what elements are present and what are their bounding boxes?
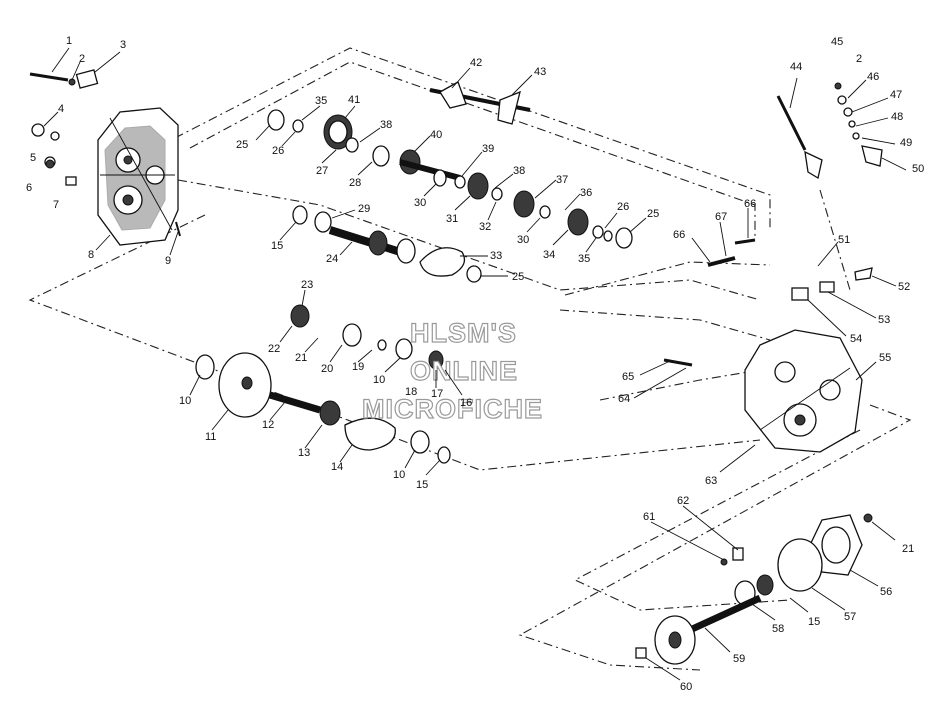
callout-9: 9: [165, 255, 171, 267]
callout-15-left: 15: [271, 240, 283, 252]
watermark-line-2: ONLINE: [410, 356, 518, 386]
callout-45: 45: [831, 36, 843, 48]
callout-10-left: 10: [179, 395, 191, 407]
callout-41: 41: [348, 94, 360, 106]
callout-21-right: 21: [902, 543, 914, 555]
right-case-half: [744, 329, 863, 453]
callout-10-low: 10: [393, 469, 405, 481]
assembly-dashed-lines: [28, 47, 912, 671]
callout-25-top: 25: [236, 139, 248, 151]
callout-67: 67: [715, 211, 727, 223]
callout-48: 48: [891, 111, 903, 123]
lower-gear-train: [195, 304, 451, 464]
callout-32: 32: [479, 221, 491, 233]
callout-44: 44: [790, 61, 802, 73]
callout-1: 1: [66, 35, 72, 47]
callout-26-top: 26: [272, 145, 284, 157]
callout-64: 64: [618, 393, 630, 405]
callout-53: 53: [878, 314, 890, 326]
callout-14: 14: [331, 461, 343, 473]
callout-29: 29: [358, 203, 370, 215]
callout-34: 34: [543, 249, 555, 261]
output-shaft-assembly: [635, 513, 873, 665]
callout-27: 27: [316, 165, 328, 177]
callout-65: 65: [622, 371, 634, 383]
callout-57: 57: [844, 611, 856, 623]
callout-66-left: 66: [673, 229, 685, 241]
right-upper-parts: [663, 82, 883, 367]
callout-62: 62: [677, 495, 689, 507]
callout-35-right: 35: [578, 253, 590, 265]
callout-40: 40: [430, 129, 442, 141]
callout-15-right: 15: [808, 616, 820, 628]
watermark: HLSM'S ONLINE MICROFICHE: [361, 317, 543, 424]
callout-38-right: 38: [513, 165, 525, 177]
callout-3: 3: [120, 39, 126, 51]
callout-8: 8: [88, 249, 94, 261]
callout-2: 2: [79, 53, 85, 65]
callout-17: 17: [431, 388, 443, 400]
callout-35-top: 35: [315, 95, 327, 107]
callout-31: 31: [446, 213, 458, 225]
callout-39: 39: [482, 143, 494, 155]
callout-19: 19: [352, 361, 364, 373]
callout-25-mid: 25: [512, 271, 524, 283]
callout-28: 28: [349, 177, 361, 189]
callout-23: 23: [301, 279, 313, 291]
callout-54: 54: [850, 333, 862, 345]
callout-58: 58: [772, 623, 784, 635]
callout-12: 12: [262, 419, 274, 431]
callout-22: 22: [268, 343, 280, 355]
callout-13: 13: [298, 447, 310, 459]
callout-6: 6: [26, 182, 32, 194]
callout-56: 56: [880, 586, 892, 598]
callout-4: 4: [58, 103, 64, 115]
callout-49: 49: [900, 137, 912, 149]
watermark-line-1: HLSM'S: [410, 318, 517, 348]
middle-shaft-assembly: [292, 205, 482, 283]
callout-63: 63: [705, 475, 717, 487]
callout-50: 50: [912, 163, 924, 175]
callout-16: 16: [460, 397, 472, 409]
callout-21-left: 21: [295, 352, 307, 364]
callout-24: 24: [326, 253, 338, 265]
callout-52: 52: [898, 281, 910, 293]
callout-55: 55: [879, 352, 891, 364]
callout-2-right: 2: [856, 53, 862, 65]
callout-33: 33: [490, 250, 502, 262]
callout-25-right: 25: [647, 208, 659, 220]
callout-47: 47: [890, 89, 902, 101]
watermark-line-3: MICROFICHE: [362, 394, 543, 424]
callout-66-right: 66: [744, 198, 756, 210]
callout-15-mid: 15: [416, 479, 428, 491]
callout-7: 7: [53, 199, 59, 211]
callout-59: 59: [733, 653, 745, 665]
callout-10-mid: 10: [373, 374, 385, 386]
shift-fork-assembly: [429, 81, 531, 125]
callout-37: 37: [556, 174, 568, 186]
upper-shaft-gear-stack: [267, 109, 633, 249]
part-callouts: 1 2 3 4 5 6 7 8 9 10 10 10 11 12 13 14 1…: [26, 35, 924, 693]
callout-42: 42: [470, 57, 482, 69]
callout-30-left: 30: [414, 197, 426, 209]
callout-26-right: 26: [617, 201, 629, 213]
callout-11: 11: [205, 431, 216, 443]
callout-51: 51: [838, 234, 850, 246]
callout-20: 20: [321, 363, 333, 375]
callout-5: 5: [30, 152, 36, 164]
callout-38-top: 38: [380, 119, 392, 131]
callout-61: 61: [643, 511, 655, 523]
left-case-half: [97, 107, 179, 246]
left-fasteners: [29, 69, 181, 237]
callout-46: 46: [867, 71, 879, 83]
callout-30-right: 30: [517, 234, 529, 246]
callout-36: 36: [580, 187, 592, 199]
callout-18: 18: [405, 386, 417, 398]
callout-60: 60: [680, 681, 692, 693]
callout-43: 43: [534, 66, 546, 78]
